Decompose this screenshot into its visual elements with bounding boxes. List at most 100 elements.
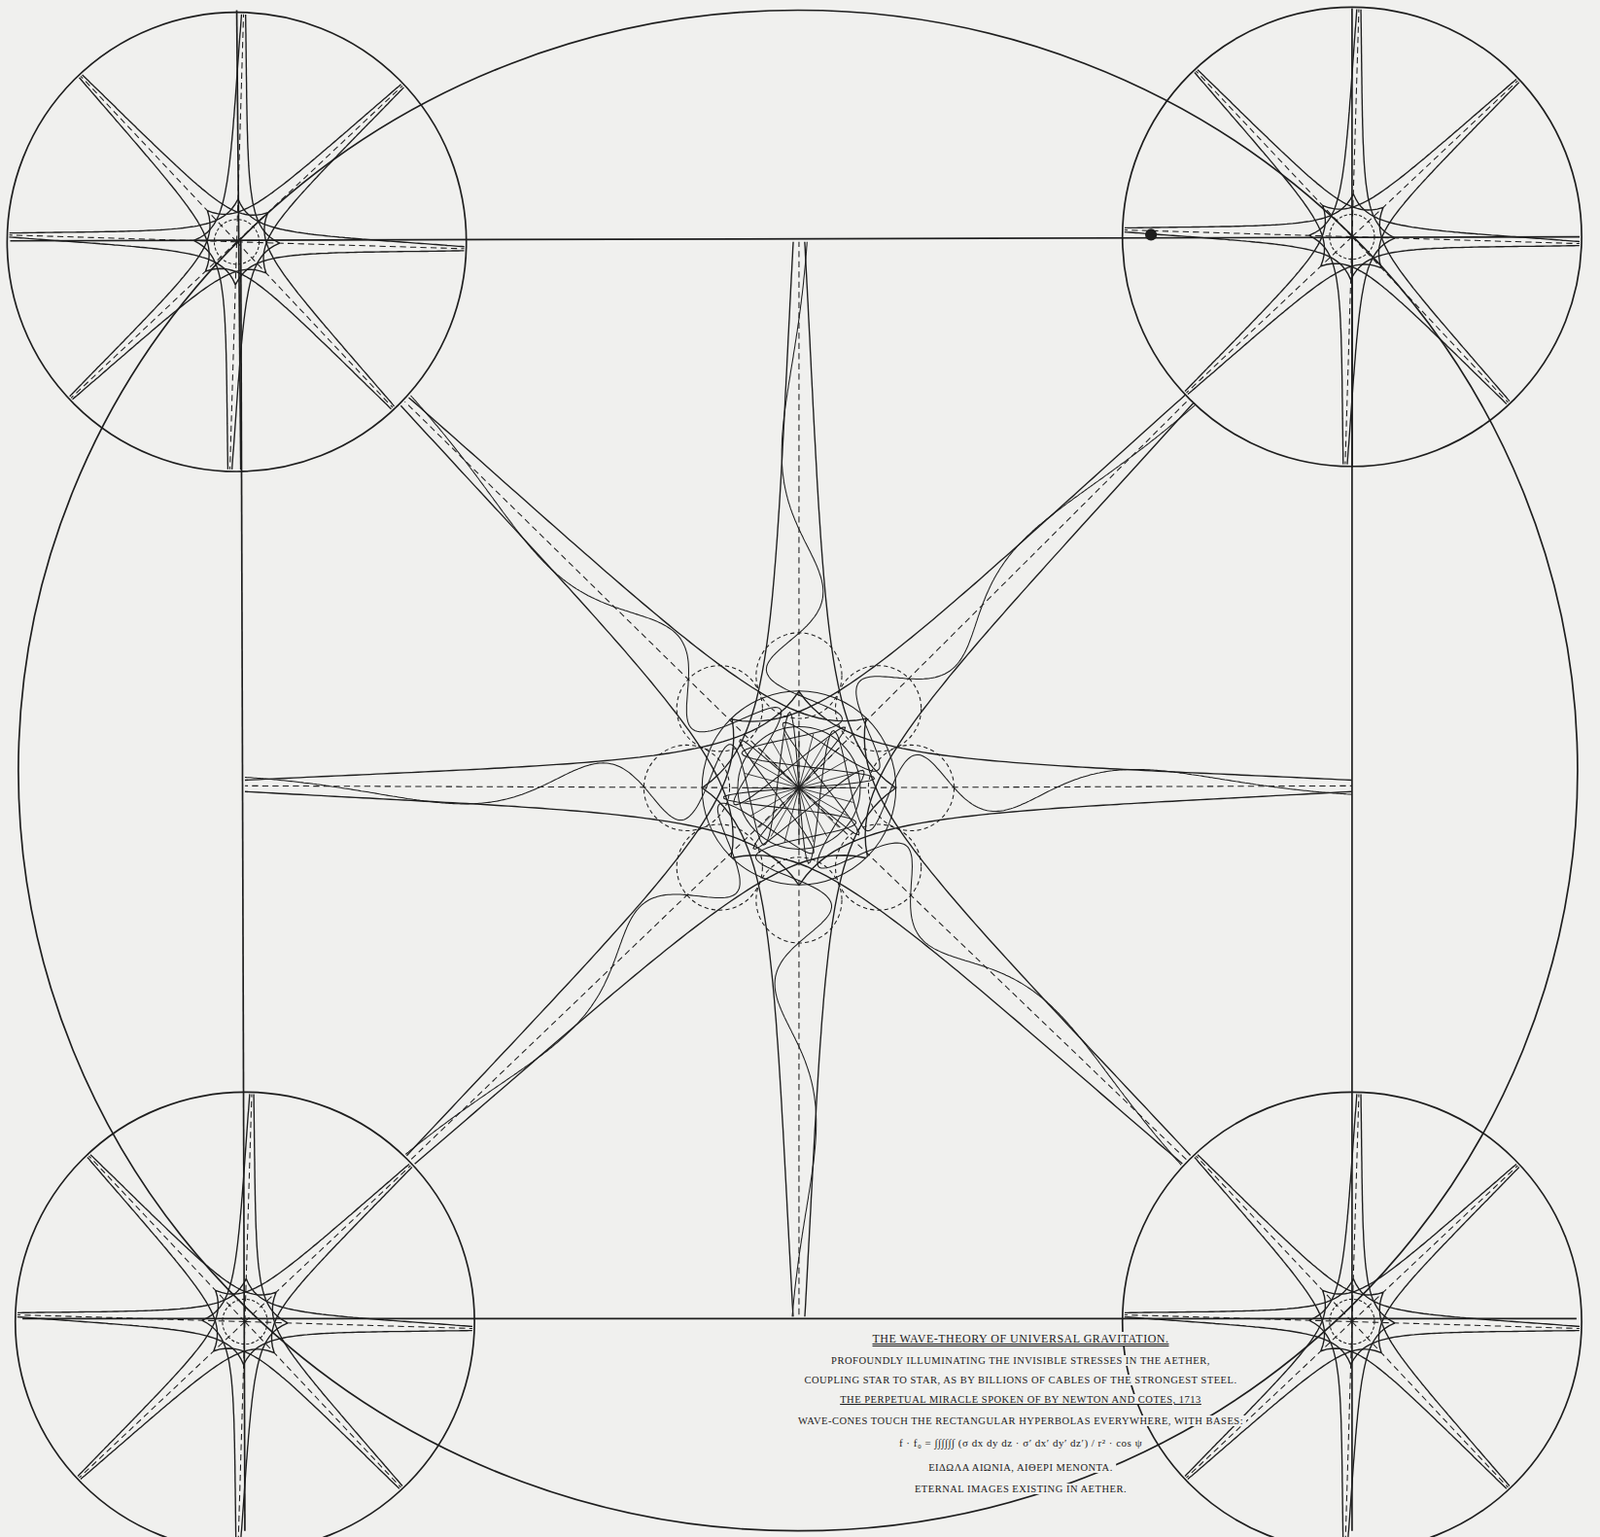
axis-line [79,1321,245,1477]
wave-line [799,730,1353,865]
axis-line [88,1155,244,1322]
wave-circle [643,744,730,831]
hyperbola-ray [8,199,238,285]
hyperbola-ray [79,74,269,272]
center-spoke [770,738,800,788]
caption-line: PROFOUNDLY ILLUMINATING THE INVISIBLE ST… [828,1355,1214,1366]
hyperbola-ray [1309,8,1395,238]
axis-line [238,1321,245,1537]
caption-line: f · f₀ = ∫∫∫∫∫∫ (σ dx dy dz · σ′ dx′ dy′… [896,1436,1146,1449]
axis-line [1352,9,1359,238]
axis-line [1352,80,1518,237]
center-spoke [799,733,814,789]
hyperbola-ray [1309,1320,1395,1537]
hyperbola-ray [193,14,279,244]
hyperbola-ray [1351,193,1580,279]
hyperbola-ray [202,1320,288,1537]
axis-line [799,398,1190,788]
center-spoke [784,733,800,789]
axis-line [798,787,800,1317]
axis-line [411,787,800,1160]
center-spoke [799,787,854,802]
axis-line [799,785,1353,788]
hyperbola-ray [202,1093,288,1322]
center-spoke [750,787,800,816]
axis-line [404,401,800,788]
center-spoke [799,760,848,789]
hyperbola-ray [1351,1278,1580,1364]
wave-circle [213,219,259,265]
axis-line [1352,1165,1518,1322]
wave-circle [868,744,954,831]
axis-line [1195,70,1352,237]
hyperbola-ray [701,242,896,789]
caption-line: THE PERPETUAL MIRACLE SPOKEN OF BY NEWTO… [836,1393,1205,1405]
hyperbola-ray [1124,193,1354,279]
axis-line [798,242,800,789]
axis-line [244,1321,401,1487]
frame-line [22,1318,1577,1321]
axis-line [1185,237,1352,393]
center-spoke [798,731,800,789]
hyperbola-ray [799,691,1353,885]
axis-line [244,1093,252,1322]
hyperbola-ray [193,240,279,469]
wave-circle [1329,1298,1375,1344]
hyperbola-ray [730,394,1194,857]
hyperbola-ray [1309,235,1395,464]
caption-line: ΕΙΔΩΛΑ ΑΙΩΝΙΑ, ΑΙΘΕΡΙ ΜΕΝΟΝΤΑ. [925,1461,1116,1473]
wave-circle [1329,213,1375,259]
hyperbola-ray [243,1278,473,1364]
center-spoke [784,787,800,842]
caption-line: WAVE-CONES TOUCH THE RECTANGULAR HYPERBO… [795,1415,1247,1427]
wave-line [411,395,846,805]
axis-line [1345,1321,1353,1537]
axis-line [237,242,393,408]
hyperbola-ray [215,1164,413,1354]
center-spoke [799,787,814,842]
wave-circle [835,824,922,910]
hyperbola-ray [1194,69,1384,267]
hyperbola-ray [1322,79,1520,269]
hyperbola-ray [1322,1164,1520,1354]
axis-line [1352,1093,1359,1322]
hyperbola-ray [235,199,464,285]
wave-line [244,712,800,845]
frame-line [9,237,1580,242]
wave-circle [222,1298,268,1344]
caption-line: ETERNAL IMAGES EXISTING IN AETHER. [911,1483,1130,1495]
axis-line [80,75,237,242]
hyperbola-ray [244,691,800,885]
wave-circle [756,857,842,943]
hyperbola-ray [1309,1093,1395,1322]
axis-line [799,787,1187,1159]
hyperbola-ray [1124,1278,1354,1364]
wave-circle [756,632,842,719]
wave-line [741,242,874,789]
wave-line [405,739,814,1155]
hyperbola-ray [207,84,404,274]
wave-circle [676,665,763,752]
center-spoke [744,787,800,802]
wave-circle [701,691,896,885]
axis-line [237,14,244,243]
hyperbola-ray [87,1154,277,1352]
axis-line [70,242,237,398]
star-circle [1122,6,1582,466]
axis-line [1352,1321,1508,1487]
hyperbola-ray [1194,1154,1384,1352]
axis-line [1352,237,1508,403]
wave-circle [737,726,861,849]
diagram-title: THE WAVE-THEORY OF UNIVERSAL GRAVITATION… [869,1331,1173,1347]
hyperbola-ray [400,397,867,858]
center-spoke [799,773,854,789]
center-spoke [742,787,800,789]
star-circle [6,12,466,472]
center-spoke [799,787,828,836]
wave-line [782,404,1195,835]
wave-circle [676,824,763,910]
caption-line: COUPLING STAR TO STAR, AS BY BILLIONS OF… [800,1374,1240,1386]
center-spoke [798,787,800,844]
axis-line [237,85,403,242]
